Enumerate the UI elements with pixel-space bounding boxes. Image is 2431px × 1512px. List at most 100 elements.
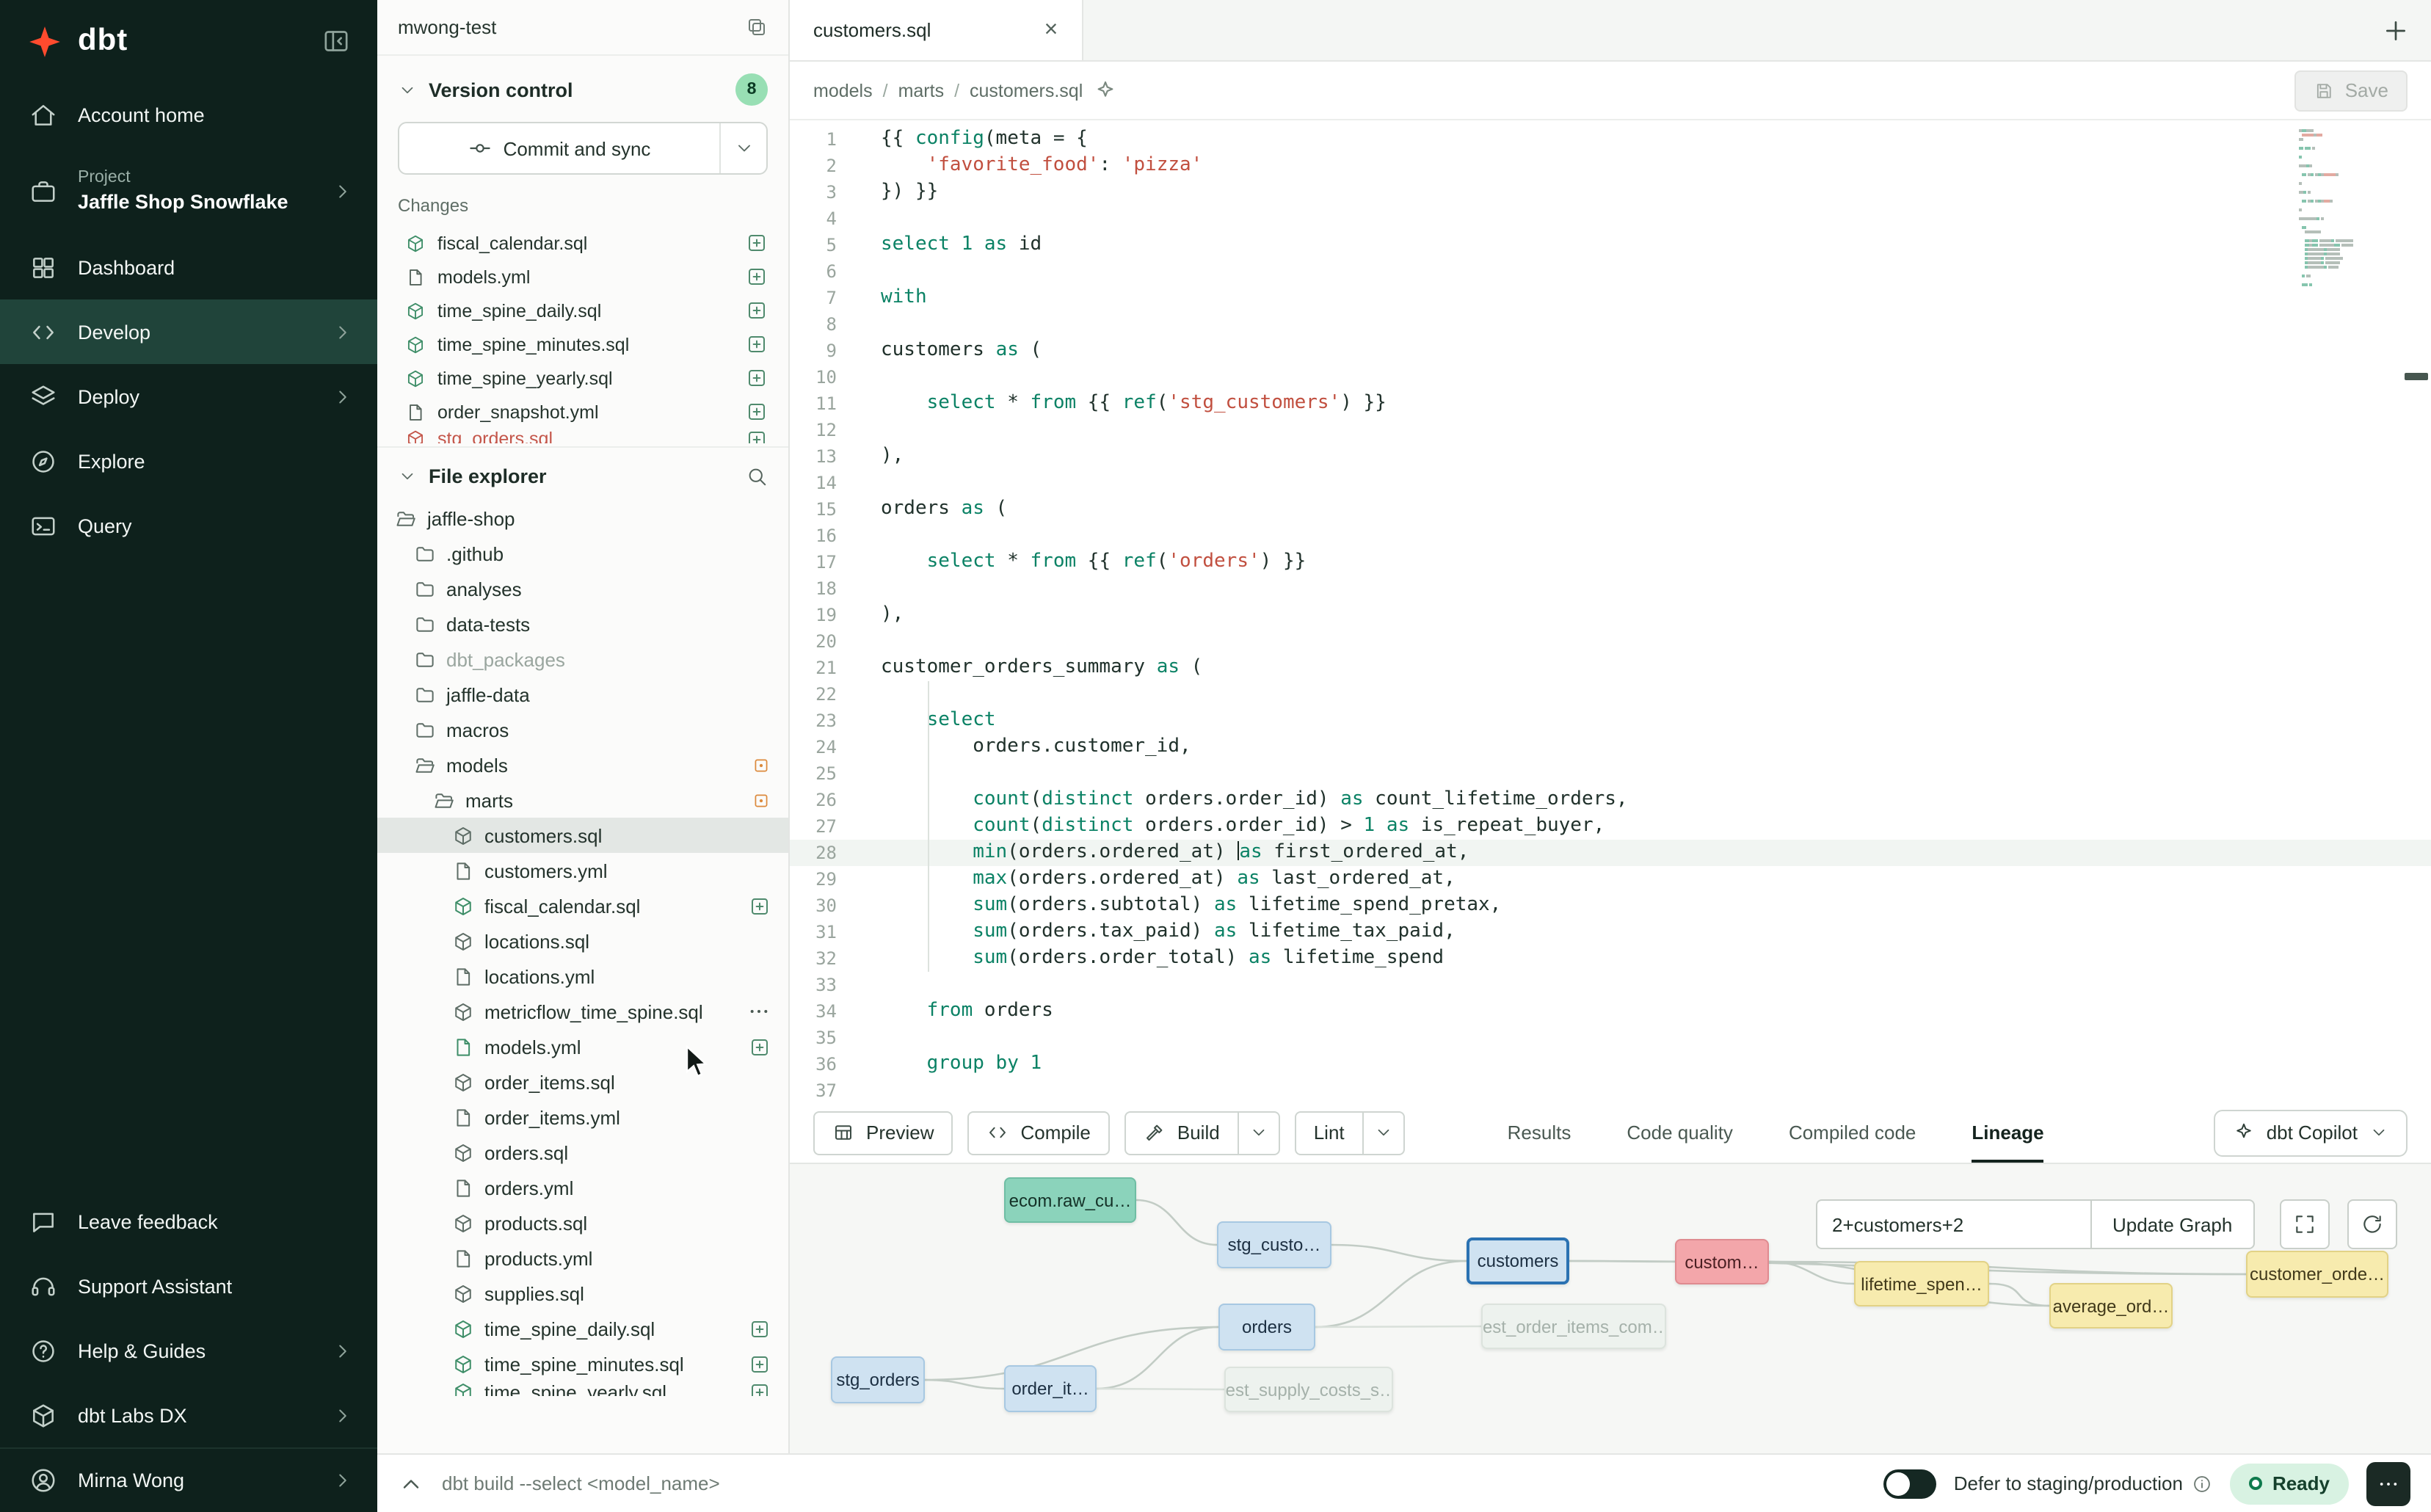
tree-item-customers-sql[interactable]: customers.sql: [377, 818, 788, 853]
change-file-stg-orders-sql[interactable]: stg_orders.sql: [377, 429, 788, 443]
tab-lineage[interactable]: Lineage: [1972, 1102, 2044, 1163]
plus-square-icon[interactable]: [746, 429, 768, 443]
tree-item-metricflow-time-spine-sql[interactable]: metricflow_time_spine.sql: [377, 994, 788, 1029]
code-line-10[interactable]: 10: [790, 364, 2431, 390]
tree-item-github[interactable]: .github: [377, 536, 788, 571]
plus-square-icon[interactable]: [746, 299, 768, 321]
code-line-16[interactable]: 16: [790, 523, 2431, 549]
tree-item-time-spine-minutes-sql[interactable]: time_spine_minutes.sql: [377, 1346, 788, 1381]
lineage-selector-input[interactable]: [1816, 1199, 2090, 1249]
plus-square-icon[interactable]: [749, 895, 771, 917]
tree-item-jaffle-data[interactable]: jaffle-data: [377, 677, 788, 712]
fullscreen-button[interactable]: [2279, 1199, 2330, 1249]
commit-options-caret[interactable]: [719, 123, 766, 173]
file-explorer-header[interactable]: File explorer: [377, 448, 788, 501]
lineage-node-stg-orders[interactable]: stg_orders: [831, 1356, 925, 1403]
new-tab-icon[interactable]: [2381, 15, 2410, 45]
build-options-caret[interactable]: [1237, 1112, 1279, 1153]
tab-results[interactable]: Results: [1507, 1122, 1571, 1144]
sidebar-item-dbt-labs-dx[interactable]: dbt Labs DX: [0, 1383, 377, 1447]
code-line-4[interactable]: 4: [790, 206, 2431, 232]
code-line-36[interactable]: 36 group by 1: [790, 1051, 2431, 1077]
lineage-node-stg-customers[interactable]: stg_custo…: [1217, 1221, 1331, 1268]
code-line-1[interactable]: 1{{ config(meta = {: [790, 126, 2431, 153]
plus-square-icon[interactable]: [749, 1353, 771, 1375]
plus-square-icon[interactable]: [746, 401, 768, 423]
code-line-8[interactable]: 8: [790, 311, 2431, 338]
sidebar-collapse-icon[interactable]: [321, 26, 351, 56]
sidebar-item-leave-feedback[interactable]: Leave feedback: [0, 1189, 377, 1254]
code-line-13[interactable]: 13),: [790, 443, 2431, 470]
tree-item-jaffle-shop[interactable]: jaffle-shop: [377, 501, 788, 536]
breadcrumb-item-customers-sql[interactable]: customers.sql: [970, 80, 1083, 101]
lineage-node-custom-pink[interactable]: custom…: [1675, 1239, 1769, 1284]
tree-item-models[interactable]: models: [377, 747, 788, 782]
plus-square-icon[interactable]: [746, 266, 768, 288]
editor-minimap[interactable]: [2299, 129, 2402, 292]
tree-item-time-spine-yearly-sql[interactable]: time_spine_yearly.sql: [377, 1381, 788, 1396]
tree-item-orders-sql[interactable]: orders.sql: [377, 1135, 788, 1170]
code-line-29[interactable]: 29 max(orders.ordered_at) as last_ordere…: [790, 866, 2431, 893]
change-file-time-spine-minutes-sql[interactable]: time_spine_minutes.sql: [377, 327, 788, 361]
tree-item-models-yml[interactable]: models.yml: [377, 1029, 788, 1064]
close-tab-icon[interactable]: ×: [1044, 17, 1058, 42]
code-line-20[interactable]: 20: [790, 628, 2431, 655]
code-line-27[interactable]: 27 count(distinct orders.order_id) > 1 a…: [790, 813, 2431, 840]
change-file-time-spine-yearly-sql[interactable]: time_spine_yearly.sql: [377, 361, 788, 395]
sidebar-item-develop[interactable]: Develop: [0, 299, 377, 364]
tree-item-locations-yml[interactable]: locations.yml: [377, 959, 788, 994]
code-line-11[interactable]: 11 select * from {{ ref('stg_customers')…: [790, 390, 2431, 417]
sidebar-item-support-assistant[interactable]: Support Assistant: [0, 1254, 377, 1318]
tab-compiled-code[interactable]: Compiled code: [1788, 1122, 1916, 1144]
preview-button[interactable]: Preview: [813, 1111, 953, 1155]
code-line-17[interactable]: 17 select * from {{ ref('orders') }}: [790, 549, 2431, 575]
dbt-command-input[interactable]: dbt build --select <model_name>: [442, 1472, 720, 1494]
tree-item-order-items-sql[interactable]: order_items.sql: [377, 1064, 788, 1100]
status-badge[interactable]: Ready: [2229, 1463, 2349, 1504]
tree-item-orders-yml[interactable]: orders.yml: [377, 1170, 788, 1205]
refresh-button[interactable]: [2347, 1199, 2397, 1249]
plus-square-icon[interactable]: [746, 232, 768, 254]
lineage-node-average-order[interactable]: average_ord…: [2049, 1283, 2173, 1329]
code-line-28[interactable]: 28 min(orders.ordered_at) as first_order…: [790, 840, 2431, 866]
lineage-node-orders[interactable]: orders: [1218, 1304, 1315, 1351]
code-line-33[interactable]: 33: [790, 972, 2431, 998]
lineage-node-order-items[interactable]: order_it…: [1004, 1365, 1097, 1412]
code-line-23[interactable]: 23 select: [790, 708, 2431, 734]
code-line-12[interactable]: 12: [790, 417, 2431, 443]
version-control-header[interactable]: Version control 8: [377, 56, 788, 119]
change-file-order-snapshot-yml[interactable]: order_snapshot.yml: [377, 395, 788, 429]
compile-button[interactable]: Compile: [967, 1111, 1110, 1155]
search-icon[interactable]: [746, 465, 768, 487]
code-line-3[interactable]: 3}) }}: [790, 179, 2431, 206]
code-editor[interactable]: 1{{ config(meta = {2 'favorite_food': 'p…: [790, 120, 2431, 1102]
code-line-2[interactable]: 2 'favorite_food': 'pizza': [790, 153, 2431, 179]
sidebar-item-deploy[interactable]: Deploy: [0, 364, 377, 429]
breadcrumb-item-marts[interactable]: marts: [898, 80, 945, 101]
chevron-up-icon[interactable]: [398, 1470, 424, 1497]
change-file-time-spine-daily-sql[interactable]: time_spine_daily.sql: [377, 294, 788, 327]
lint-options-caret[interactable]: [1362, 1112, 1403, 1153]
change-file-models-yml[interactable]: models.yml: [377, 260, 788, 294]
tree-item-locations-sql[interactable]: locations.sql: [377, 923, 788, 959]
code-line-22[interactable]: 22: [790, 681, 2431, 708]
code-line-35[interactable]: 35: [790, 1025, 2431, 1051]
commit-and-sync-button[interactable]: Commit and sync: [398, 122, 768, 175]
kebab-icon[interactable]: [747, 1000, 771, 1023]
lint-button[interactable]: Lint: [1296, 1112, 1362, 1153]
code-line-37[interactable]: 37: [790, 1077, 2431, 1102]
lineage-node-test-order-items[interactable]: test_order_items_com…: [1481, 1304, 1666, 1349]
tree-item-products-sql[interactable]: products.sql: [377, 1205, 788, 1240]
lineage-node-lifetime-spend[interactable]: lifetime_spen…: [1854, 1261, 1989, 1306]
tree-item-time-spine-daily-sql[interactable]: time_spine_daily.sql: [377, 1311, 788, 1346]
info-icon[interactable]: [2192, 1473, 2212, 1494]
defer-toggle[interactable]: [1883, 1469, 1936, 1498]
lineage-node-test-supply-costs[interactable]: test_supply_costs_s…: [1224, 1367, 1393, 1412]
code-line-32[interactable]: 32 sum(orders.order_total) as lifetime_s…: [790, 945, 2431, 972]
sidebar-item-user[interactable]: Mirna Wong: [0, 1447, 377, 1512]
lineage-node-customer-orders[interactable]: customer_orde…: [2246, 1251, 2388, 1298]
